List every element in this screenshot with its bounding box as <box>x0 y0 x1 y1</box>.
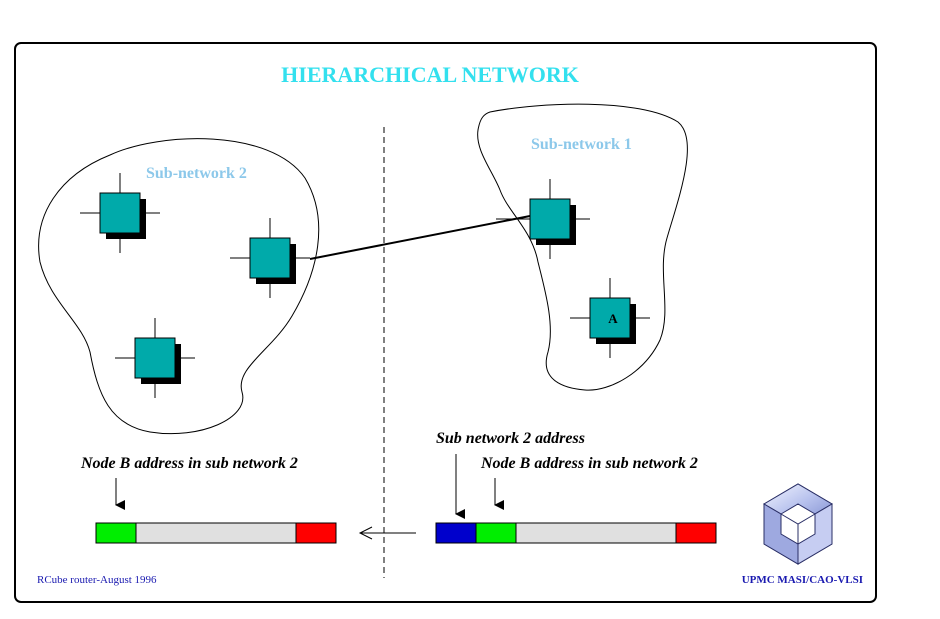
subnetwork-1-label: Sub-network 1 <box>531 136 632 153</box>
node-a-label: A <box>608 311 618 326</box>
packet-segment <box>675 522 717 544</box>
slide-frame <box>14 42 877 603</box>
subnetwork-1-cloud <box>477 103 688 391</box>
router-node-left-bottom <box>115 318 195 398</box>
packet-segment <box>95 522 137 544</box>
packet-segment <box>515 522 677 544</box>
subnetwork-2-cloud <box>38 138 320 435</box>
right-packet-field-label: Node B address in sub network 2 <box>480 455 698 472</box>
packet-segment <box>295 522 337 544</box>
node-square <box>249 237 291 279</box>
node-square <box>529 198 571 240</box>
router-node-left-mid <box>230 218 310 298</box>
router-node-left-top <box>80 173 160 253</box>
node-square <box>134 337 176 379</box>
page-title: HIERARCHICAL NETWORK <box>281 62 579 87</box>
left-address-packet <box>95 522 337 544</box>
packet-segment <box>135 522 297 544</box>
packet-segment <box>435 522 477 544</box>
right-packet-subnet-label: Sub network 2 address <box>436 430 585 447</box>
transform-arrow-head <box>358 526 373 540</box>
node-square <box>99 192 141 234</box>
router-nodes <box>80 173 650 398</box>
footer-left-text: RCube router-August 1996 <box>37 574 157 586</box>
left-packet-field-label: Node B address in sub network 2 <box>80 455 298 472</box>
router-node-right-top <box>510 179 590 259</box>
subnetwork-2-label: Sub-network 2 <box>146 165 247 182</box>
packet-segment <box>475 522 517 544</box>
right-address-packet <box>435 522 717 544</box>
router-node-a <box>570 278 650 358</box>
hypercube-logo <box>763 483 833 565</box>
node-square <box>589 297 631 339</box>
footer-right-text: UPMC MASI/CAO-VLSI <box>742 574 863 586</box>
inter-network-link <box>309 215 531 260</box>
